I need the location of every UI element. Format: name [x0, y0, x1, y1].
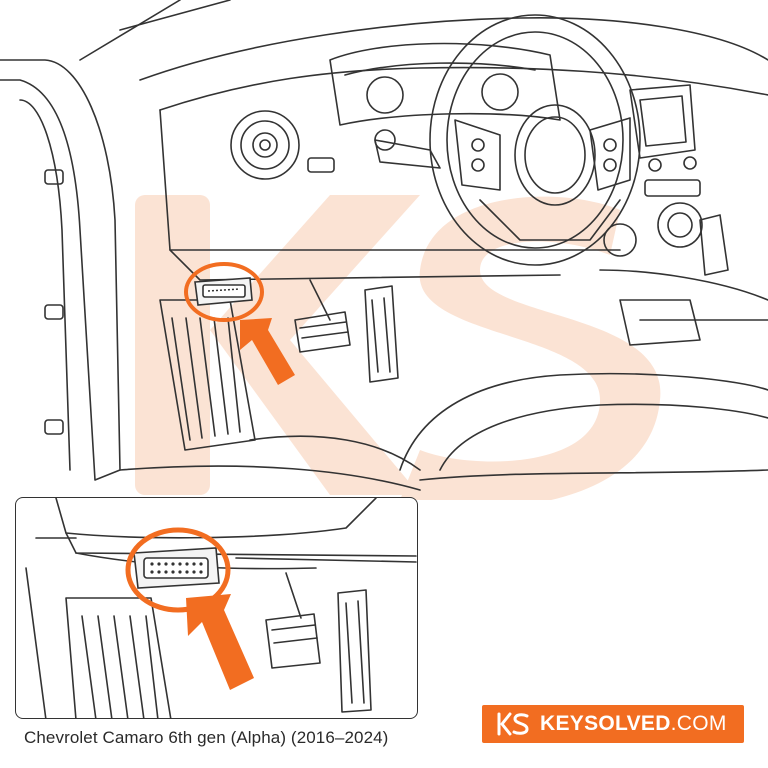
infotainment-screen [629, 84, 696, 159]
obd-port-main [194, 277, 253, 306]
door-frame [0, 59, 121, 481]
obd-closeup-illustration [25, 498, 417, 718]
instrument-cluster [329, 42, 561, 126]
driver-seat [399, 372, 768, 471]
accelerator-pedal [364, 285, 399, 383]
brand-badge: KEYSOLVED.COM [482, 705, 744, 743]
ks-logo-icon [497, 712, 529, 736]
obd-closeup-inset [15, 497, 418, 719]
brand-wordmark: KEYSOLVED.COM [540, 712, 727, 736]
vehicle-caption: Chevrolet Camaro 6th gen (Alpha) (2016–2… [24, 728, 389, 747]
pointer-arrow [240, 318, 295, 385]
brand-name: KEYSOLVED [540, 712, 671, 735]
obd-port-closeup [133, 547, 220, 589]
brake-pedal [265, 572, 321, 669]
highlight-circle [125, 527, 231, 613]
pointer-arrow [186, 594, 254, 690]
steering-wheel [429, 14, 641, 266]
air-vent-icon [230, 110, 300, 180]
brand-tld: .COM [670, 712, 727, 735]
floor-mat [65, 597, 172, 718]
car-interior-illustration [0, 0, 768, 500]
highlight-circle [184, 262, 264, 322]
floor-mat [159, 299, 256, 451]
brake-pedal [294, 279, 351, 353]
ks-watermark-logo [135, 195, 661, 500]
dashboard [159, 66, 768, 111]
accelerator-pedal [337, 589, 372, 713]
